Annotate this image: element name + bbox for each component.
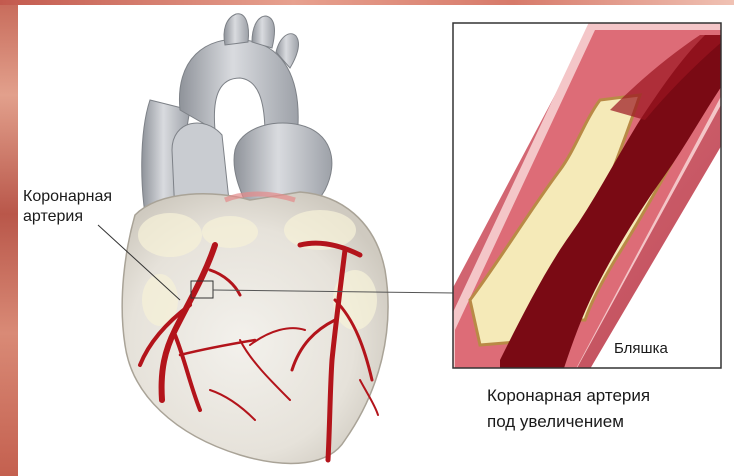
coronary-artery-label: Коронарная артерия — [23, 187, 112, 227]
inset-caption: Коронарная артерия под увеличением — [487, 383, 650, 435]
coronary-artery-label-line1: Коронарная — [23, 187, 112, 207]
inset-caption-line1: Коронарная артерия — [487, 383, 650, 409]
plaque-label: Бляшка — [614, 339, 668, 359]
artery-inset — [420, 10, 734, 420]
aorta-branch-1 — [224, 14, 248, 45]
inset-caption-line2: под увеличением — [487, 409, 650, 435]
coronary-artery-label-line2: артерия — [23, 207, 112, 227]
aorta-branch-2 — [252, 16, 274, 48]
heart — [122, 14, 388, 464]
